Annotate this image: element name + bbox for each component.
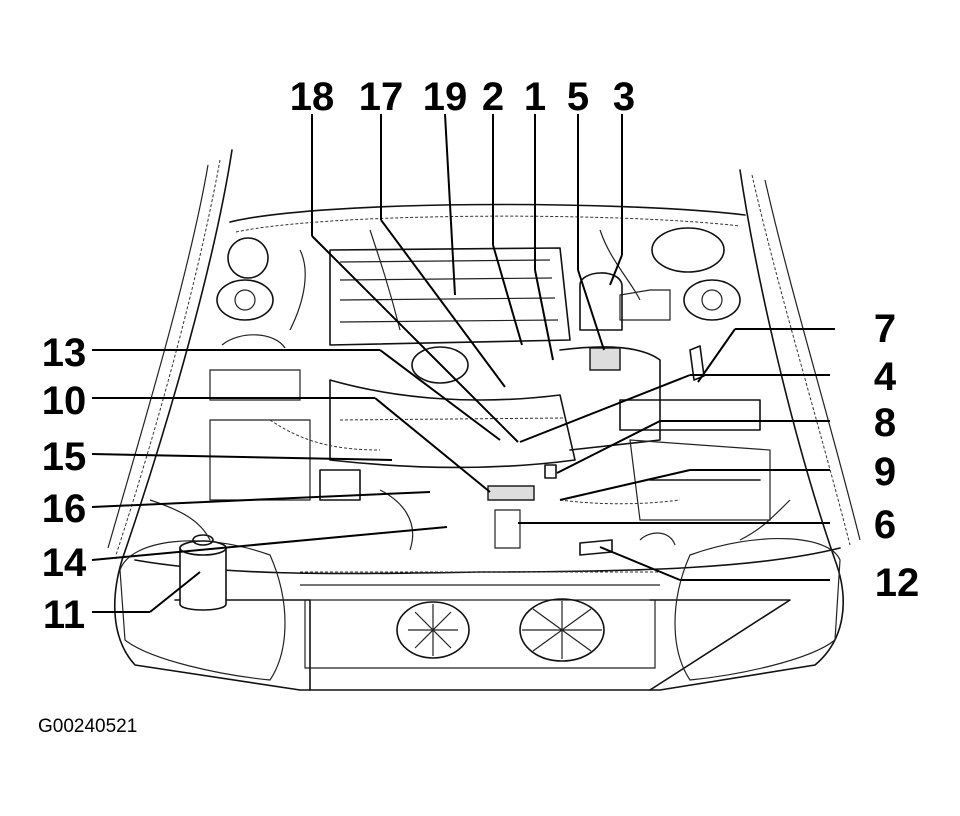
callout-12: 12: [875, 561, 920, 605]
figure-id: G00240521: [38, 716, 137, 737]
callout-6: 6: [874, 503, 896, 547]
callout-8: 8: [874, 401, 896, 445]
callout-16: 16: [42, 487, 87, 531]
callout-13: 13: [42, 331, 87, 375]
callout-9: 9: [874, 450, 896, 494]
callout-2: 2: [482, 75, 504, 119]
callout-5: 5: [567, 75, 589, 119]
callout-17: 17: [359, 75, 404, 119]
callout-11: 11: [43, 593, 85, 637]
callout-7: 7: [874, 307, 896, 351]
callout-4: 4: [874, 355, 897, 399]
callout-labels: 18 17 19 2 1 5 3 7 4 8 9 6 12 13 10 15 1…: [42, 75, 920, 637]
callout-10: 10: [42, 379, 87, 423]
callout-18: 18: [290, 75, 335, 119]
callout-14: 14: [42, 541, 87, 585]
callout-19: 19: [423, 75, 468, 119]
callout-15: 15: [42, 435, 87, 479]
callout-1: 1: [524, 75, 546, 119]
callout-3: 3: [613, 75, 635, 119]
vehicle-drawing: [107, 149, 861, 691]
leader-lines: [91, 113, 835, 613]
